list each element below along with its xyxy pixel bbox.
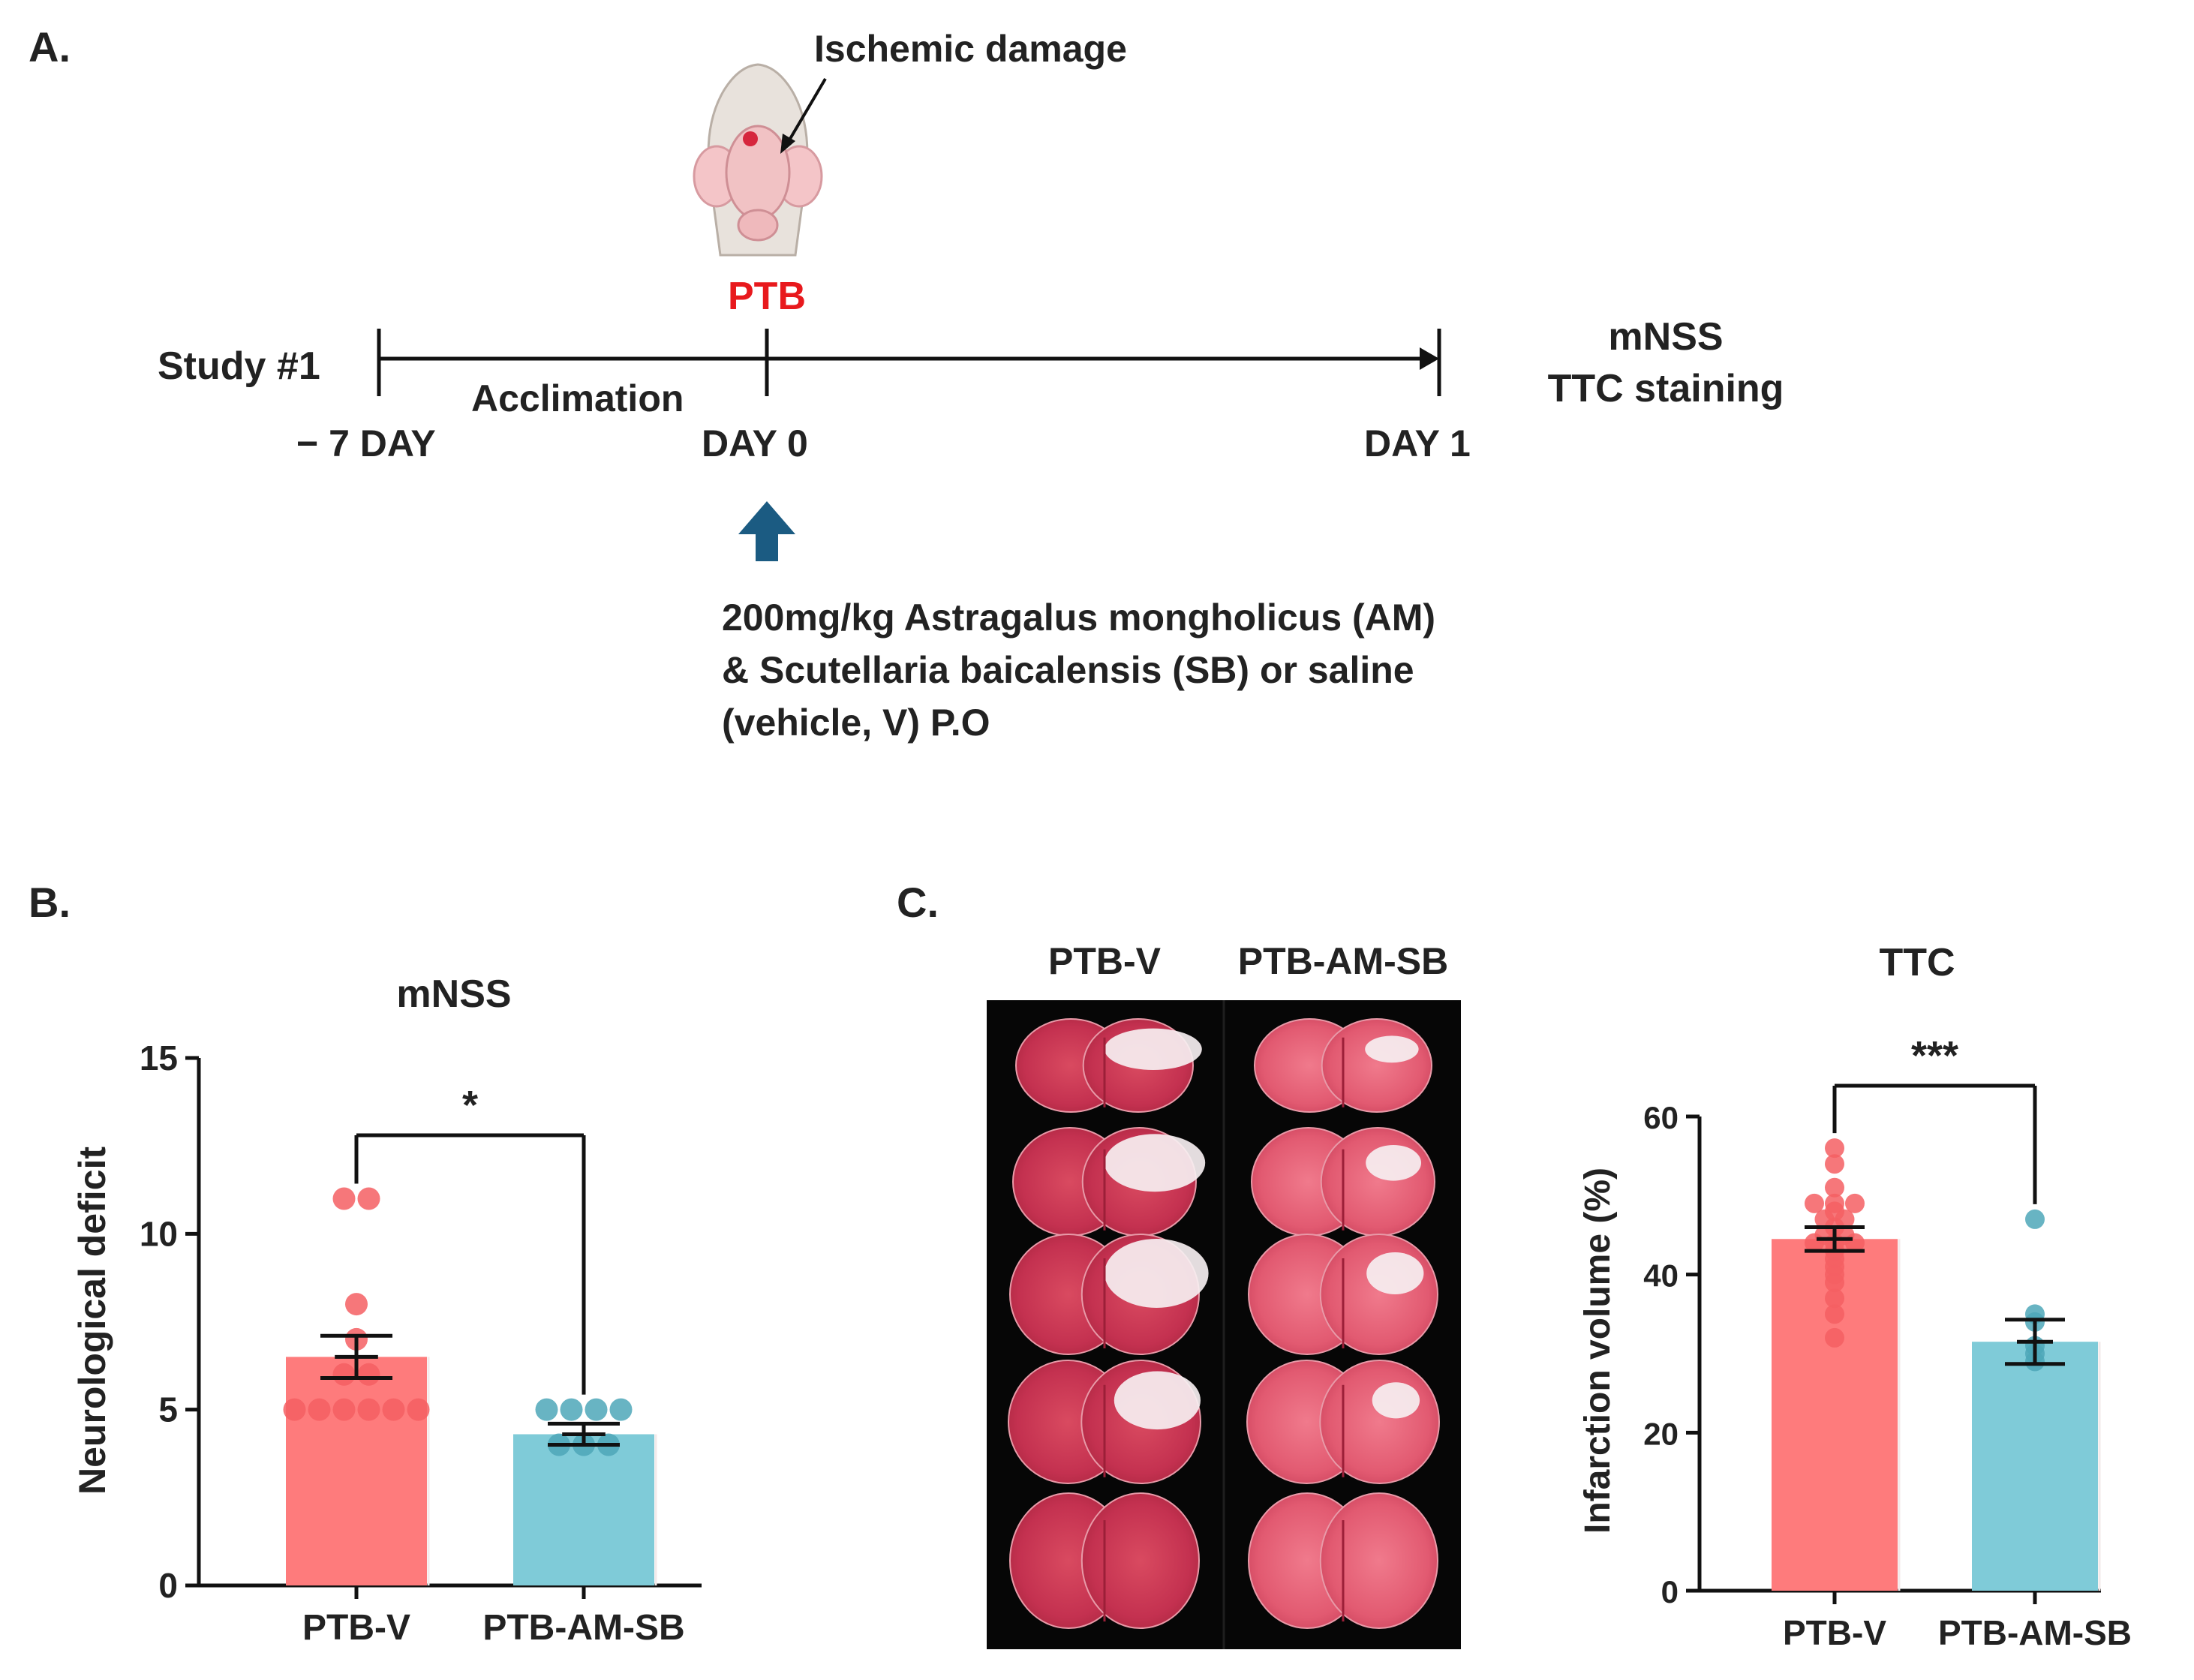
brain-slice-right-hemisphere: [1319, 1234, 1439, 1355]
x-tick-label: PTB-AM-SB: [482, 1608, 684, 1648]
image-col-ptb-am-sb-label: PTB-AM-SB: [1238, 940, 1449, 982]
bar: [513, 1434, 654, 1585]
ischemic-pointer-arrow: [786, 77, 827, 144]
data-point: [332, 1398, 356, 1421]
data-point: [1825, 1304, 1844, 1324]
outcome-ttc-label: TTC staining: [1548, 367, 1784, 410]
y-tick-label: 0: [1661, 1574, 1679, 1609]
infarct-region: [1365, 1035, 1419, 1063]
data-point: [332, 1363, 356, 1386]
brain-slice-right-hemisphere: [1319, 1492, 1439, 1629]
rat-head-illustration: [693, 63, 823, 257]
data-point: [609, 1398, 633, 1421]
treatment-line-1: 200mg/kg Astragalus mongholicus (AM): [722, 597, 1435, 639]
chart-mnss-ylabel: Neurological deficit: [71, 1147, 113, 1495]
data-point: [1825, 1288, 1844, 1309]
data-point: [1805, 1193, 1824, 1213]
panel-a: A. Ischemic damage PTB Study #1 Acclimat…: [29, 23, 1784, 744]
study-label: Study #1: [158, 344, 320, 388]
y-tick-label: 5: [158, 1390, 178, 1429]
data-point: [1825, 1138, 1844, 1159]
infarct-region: [1105, 1134, 1206, 1192]
x-tick-label: PTB-V: [1783, 1613, 1886, 1652]
chart-ttc-title: TTC: [1879, 941, 1955, 984]
brain-slice-right-hemisphere: [1319, 1360, 1441, 1484]
panel-b: B. mNSS Neurological deficit 0 5 10 15PTB-V…: [29, 879, 702, 1648]
data-point: [357, 1187, 380, 1210]
data-point: [357, 1363, 380, 1386]
data-point: [535, 1398, 558, 1421]
bar: [286, 1357, 427, 1585]
data-point: [382, 1398, 405, 1421]
data-point: [345, 1293, 368, 1316]
rat-brain: [725, 125, 791, 221]
y-tick-label: 40: [1643, 1258, 1679, 1294]
infarct-region: [1105, 1239, 1209, 1308]
x-tick-label: PTB-V: [302, 1608, 410, 1648]
ttc-brain-slices-photo: [987, 1000, 1461, 1649]
ischemic-pointer-arrowhead: [780, 134, 795, 154]
ischemic-lesion: [743, 131, 758, 146]
treatment-line-3: (vehicle, V) P.O: [722, 702, 990, 744]
significance-marker: *: [462, 1083, 478, 1128]
day0-label: DAY 0: [702, 422, 808, 464]
day-minus7-label: − 7 DAY: [296, 422, 436, 464]
brain-slice-right-hemisphere: [1321, 1018, 1432, 1113]
infarct-region: [1372, 1382, 1420, 1419]
data-point: [357, 1398, 380, 1421]
chart-ttc-ylabel: Infarction volume (%): [1578, 1168, 1618, 1534]
data-point: [283, 1398, 306, 1421]
data-point: [1825, 1327, 1844, 1348]
data-point: [308, 1398, 331, 1421]
day1-label: DAY 1: [1364, 422, 1471, 464]
y-tick-label: 0: [158, 1566, 178, 1605]
ptb-label: PTB: [728, 275, 806, 318]
infarct-region: [1114, 1371, 1201, 1430]
data-point: [1825, 1273, 1844, 1293]
outcome-mnss-label: mNSS: [1608, 315, 1723, 359]
panel-c-label: C.: [897, 879, 939, 926]
y-tick-label: 10: [140, 1214, 178, 1253]
brain-slice-right-hemisphere: [1080, 1492, 1201, 1629]
brain-slice-right-hemisphere: [1320, 1127, 1435, 1237]
data-point: [1845, 1193, 1865, 1213]
data-point: [332, 1187, 356, 1210]
y-tick-label: 20: [1643, 1416, 1679, 1451]
acclimation-label: Acclimation: [471, 377, 684, 419]
significance-marker: ***: [1911, 1033, 1958, 1078]
infarct-region: [1366, 1252, 1424, 1294]
infarct-region: [1366, 1144, 1422, 1181]
y-tick-label: 60: [1643, 1100, 1679, 1135]
panel-c: C. PTB-V PTB-AM-SB TTC Infarction volume…: [897, 879, 2132, 1652]
data-point: [585, 1398, 608, 1421]
rat-cerebellum: [737, 209, 779, 242]
x-tick-label: PTB-AM-SB: [1938, 1613, 2132, 1652]
panel-b-label: B.: [29, 879, 71, 926]
infarct-region: [1105, 1028, 1202, 1071]
data-point: [1825, 1177, 1844, 1198]
data-point: [560, 1398, 583, 1421]
treatment-arrow-icon: [738, 501, 795, 561]
y-tick-label: 15: [140, 1038, 178, 1077]
data-point: [2025, 1209, 2045, 1229]
chart-mnss-title: mNSS: [396, 972, 511, 1016]
ischemic-damage-label: Ischemic damage: [814, 28, 1127, 70]
panel-a-label: A.: [29, 23, 71, 71]
bar: [1972, 1342, 2098, 1591]
timeline-arrowhead: [1420, 347, 1439, 370]
image-col-ptb-v-label: PTB-V: [1048, 940, 1162, 982]
treatment-line-2: & Scutellaria baicalensis (SB) or saline: [722, 649, 1414, 691]
data-point: [1825, 1154, 1844, 1174]
data-point: [407, 1398, 430, 1421]
